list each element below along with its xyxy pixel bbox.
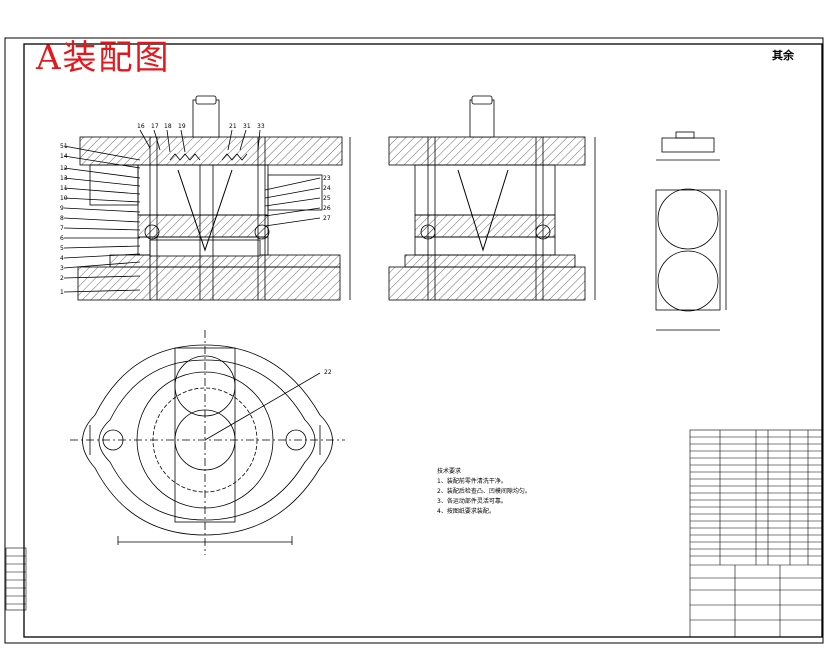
notes-heading: 技术要求 bbox=[437, 468, 462, 475]
callout-33: 33 bbox=[257, 123, 265, 130]
callout-16: 16 bbox=[137, 123, 145, 130]
callout-27: 27 bbox=[323, 215, 331, 222]
drawing-title: A装配图 bbox=[36, 38, 171, 78]
callout-13: 13 bbox=[60, 175, 68, 182]
technical-notes: 技术要求 1、装配前零件清洗干净。 2、装配后检查凸、凹模间隙均匀。 3、各运动… bbox=[437, 467, 531, 517]
callout-11: 11 bbox=[60, 185, 68, 192]
left-section-view bbox=[63, 95, 351, 301]
note-item: 2、装配后检查凸、凹模间隙均匀。 bbox=[437, 488, 531, 495]
callout-21: 21 bbox=[229, 123, 237, 130]
callout-12: 12 bbox=[60, 165, 68, 172]
callout-14: 14 bbox=[60, 153, 68, 160]
callout-9: 9 bbox=[60, 205, 64, 212]
callout-18: 18 bbox=[164, 123, 172, 130]
title-block bbox=[5, 429, 823, 638]
callout-26: 26 bbox=[323, 205, 331, 212]
callout-51: 51 bbox=[60, 143, 68, 150]
inner-border bbox=[23, 43, 823, 638]
callout-3: 3 bbox=[60, 265, 64, 272]
callout-19: 19 bbox=[178, 123, 186, 130]
callout-5: 5 bbox=[60, 245, 64, 252]
callout-22: 22 bbox=[324, 369, 332, 376]
callout-10: 10 bbox=[60, 195, 68, 202]
callout-23: 23 bbox=[323, 175, 331, 182]
roughness-note: 其余 bbox=[772, 49, 794, 62]
callout-4: 4 bbox=[60, 255, 64, 262]
callout-8: 8 bbox=[60, 215, 64, 222]
callout-2: 2 bbox=[60, 275, 64, 282]
right-section-view bbox=[388, 95, 596, 301]
note-item: 1、装配前零件清洗干净。 bbox=[437, 478, 507, 485]
callout-7: 7 bbox=[60, 225, 64, 232]
plan-view bbox=[70, 330, 345, 555]
callout-25: 25 bbox=[323, 195, 331, 202]
callout-6: 6 bbox=[60, 235, 64, 242]
blank-detail-view bbox=[655, 131, 727, 331]
outer-border bbox=[4, 37, 824, 644]
callout-1: 1 bbox=[60, 289, 64, 296]
callout-24: 24 bbox=[323, 185, 331, 192]
callout-17: 17 bbox=[151, 123, 159, 130]
note-item: 4、按图纸要求装配。 bbox=[437, 508, 495, 515]
note-item: 3、各运动部件灵活可靠。 bbox=[437, 498, 507, 505]
callout-31: 31 bbox=[243, 123, 251, 130]
